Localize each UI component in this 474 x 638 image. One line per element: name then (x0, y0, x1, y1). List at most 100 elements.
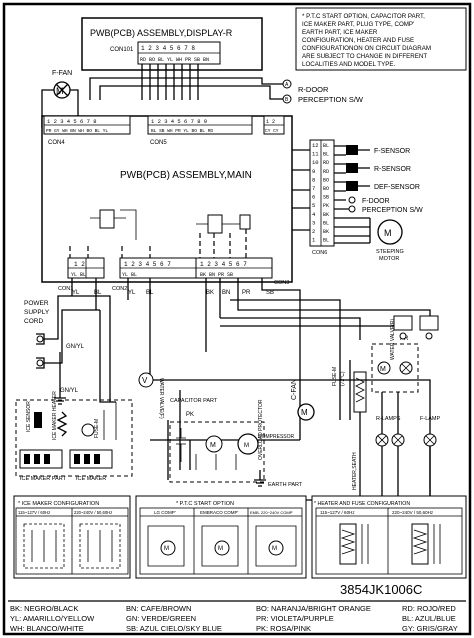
r-door-switch: A B R-DOOR PERCEPTION S/W (282, 79, 364, 104)
svg-text:YL: YL (128, 290, 136, 296)
svg-text:GN/YL: GN/YL (60, 388, 79, 394)
svg-text:HEATER,SEATH: HEATER,SEATH (352, 452, 358, 490)
con4-pins: 1 2 3 4 5 6 7 8 (47, 118, 97, 125)
legend-item: GN: VERDE/GREEN (126, 614, 196, 623)
con2-label: CON2 (112, 286, 127, 292)
svg-text:V: V (142, 376, 148, 385)
svg-text:F-LAMP: F-LAMP (420, 416, 441, 422)
svg-text:CAPACITOR PART: CAPACITOR PART (170, 398, 218, 404)
legend-item: BL: AZUL/BLUE (402, 614, 456, 623)
door-switches (393, 315, 439, 340)
svg-text:BL: BL (146, 290, 154, 296)
svg-text:WATER VALVE(F): WATER VALVE(F) (158, 378, 164, 419)
con6-color: RD (323, 160, 329, 166)
color-legend: BK: NEGRO/BLACK BN: CAFE/BROWN BO: NARAN… (8, 600, 466, 633)
con1-colors: YL BL (71, 272, 86, 278)
con6-color: BL (323, 220, 329, 226)
note-line: ARE SUBJECT TO CHANGE IN DIFFERENT (302, 53, 427, 60)
stepping-motor-label: STEEPING (376, 249, 404, 255)
svg-text:B: B (285, 97, 289, 103)
con6-color: PK (323, 203, 329, 209)
svg-text:115~127V / 60Hz: 115~127V / 60Hz (18, 510, 50, 515)
con6-color: BL (323, 238, 329, 244)
con2-pins: 1 2 3 4 5 6 7 (124, 261, 171, 268)
svg-text:* HEATER AND FUSE CONFIGURATIO: * HEATER AND FUSE CONFIGURATION (314, 501, 410, 507)
main-pcb-title: PWB(PCB) ASSEMBLY,MAIN (120, 170, 252, 181)
svg-text:POWER: POWER (24, 300, 49, 307)
legend-item: BK: NEGRO/BLACK (10, 604, 78, 613)
note-line: EARTH PART, ICE MAKER (302, 29, 378, 36)
svg-text:M: M (56, 86, 64, 96)
con101-colors: RD BO BL YL WH PR SB BN (140, 57, 209, 63)
legend-item: BO: NARANJA/BRIGHT ORANGE (256, 604, 371, 613)
svg-text:SB: SB (266, 290, 274, 296)
svg-text:OVERLOAD PROTECTOR: OVERLOAD PROTECTOR (258, 399, 264, 460)
svg-text:FUSE-M: FUSE-M (94, 419, 100, 438)
svg-text:220~240V / 50,60Hz: 220~240V / 50,60Hz (74, 510, 112, 515)
con1-pins: 1 2 (74, 261, 85, 268)
svg-text:M: M (218, 546, 223, 552)
svg-text:(72°C): (72°C) (340, 371, 346, 386)
svg-text:M: M (380, 366, 386, 373)
main-pcb: PWB(PCB) ASSEMBLY,MAIN 1 2 3 4 5 6 7 8 P… (41, 115, 293, 292)
con5-colors: BL SB WH PR YL BO BL RD (151, 128, 213, 134)
note-line: LOCALITIES AND MODEL TYPE. (302, 61, 395, 68)
ice-maker-configuration: * ICE MAKER CONFIGURATION 115~127V / 60H… (13, 495, 131, 579)
con5-pins: 1 2 3 4 5 6 7 8 9 (151, 118, 207, 125)
svg-text:BL: BL (94, 290, 102, 296)
stepping-motor-label-2: MOTOR (379, 256, 399, 262)
con6-pin: 12 (312, 142, 319, 149)
svg-text:YL: YL (72, 290, 80, 296)
document-number: 3854JK1006C (340, 582, 422, 597)
svg-text:EMB. 220~240V COMP': EMB. 220~240V COMP' (250, 510, 293, 515)
f-fan-label: F-FAN (52, 70, 72, 77)
con101-label: CON101 (110, 47, 134, 53)
note-line: * P.T.C START OPTION, CAPACITOR PART, (302, 13, 425, 20)
con6-pin: 4 (312, 211, 316, 218)
sensor-wiring: F-SENSOR R-SENSOR DEF-SENSOR F-DOOR PERC… (334, 145, 423, 262)
svg-text:* P.T.C START OPTION: * P.T.C START OPTION (176, 501, 234, 507)
r-lamps: M WATER VALVE(R) PR R-LAMPS (371, 318, 419, 500)
svg-text:FUSE-M: FUSE-M (332, 367, 338, 386)
con6-pin: 3 (312, 219, 315, 226)
legend-item: YL: AMARILLO/YELLOW (10, 614, 95, 623)
svg-text:GN/YL: GN/YL (66, 344, 85, 350)
r-door-label: R-DOOR (298, 85, 329, 94)
display-wires (89, 64, 285, 100)
svg-text:COMPRESSOR: COMPRESSOR (258, 434, 295, 440)
con6-color: BK (323, 229, 329, 235)
con6-pin: 11 (312, 151, 319, 158)
con6-color: RD (323, 169, 329, 175)
note-box: * P.T.C START OPTION, CAPACITOR PART, IC… (295, 7, 467, 71)
r-sensor-label: R-SENSOR (374, 166, 411, 173)
con6-color: BK (323, 212, 329, 218)
svg-text:ICE SENSOR: ICE SENSOR (26, 401, 32, 432)
svg-text:R-LAMPS: R-LAMPS (376, 416, 401, 422)
con6-color: SB (323, 195, 329, 201)
f-fan: F-FAN M (41, 70, 79, 128)
svg-text:PR: PR (242, 290, 251, 296)
svg-text:C-FAN: C-FAN (291, 379, 298, 400)
display-pcb: PWB(PCB) ASSEMBLY,DISPLAY-R CON101 1 2 3… (81, 17, 263, 71)
svg-text:EMBRACO COMP': EMBRACO COMP' (200, 510, 239, 515)
con3-pins: 1 2 3 4 5 6 7 (200, 261, 247, 268)
def-sensor-label: DEF-SENSOR (374, 184, 420, 191)
legend-item: SB: AZUL CIELO/SKY BLUE (126, 624, 222, 633)
f-sensor-label: F-SENSOR (374, 148, 410, 155)
con3-label: CON3 (274, 280, 289, 286)
con6-pin: 5 (312, 202, 315, 209)
con2-colors: YL BL (122, 272, 137, 278)
legend-item: GY: GRIS/GRAY (402, 624, 458, 633)
svg-text:BN: BN (222, 290, 230, 296)
con6-pin: 9 (312, 168, 315, 175)
svg-text:220~240V / 50,60Hz: 220~240V / 50,60Hz (392, 510, 434, 515)
compressor-section: CAPACITOR PART PK M M COMPRESSOR OVERLOA… (169, 398, 303, 488)
svg-text:CY CY: CY CY (265, 128, 279, 134)
svg-text:115~127V / 60Hz: 115~127V / 60Hz (320, 510, 355, 515)
svg-text:M: M (272, 546, 277, 552)
con6-pin: 7 (312, 185, 315, 192)
svg-text:WATER VALVE(R): WATER VALVE(R) (390, 318, 396, 360)
svg-text:M: M (164, 546, 169, 552)
con6-color: BO (323, 177, 329, 183)
